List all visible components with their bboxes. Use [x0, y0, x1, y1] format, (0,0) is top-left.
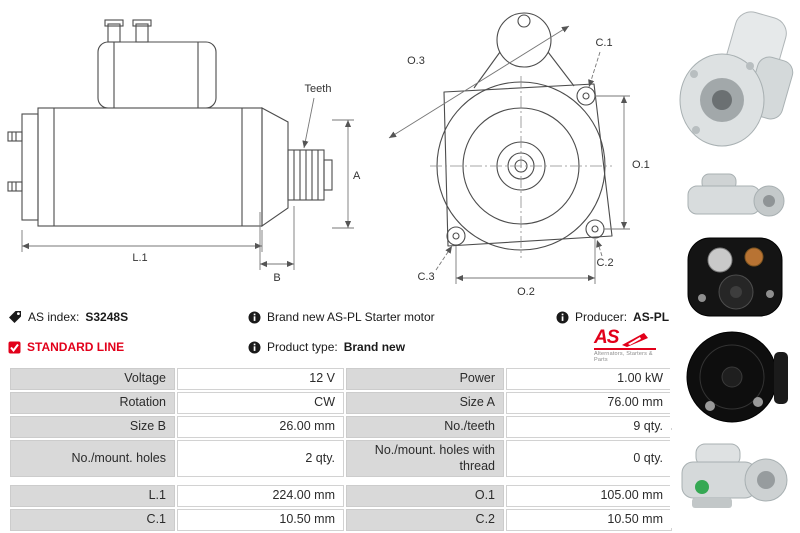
brand-logo: AS Alternators, Starters & Parts [594, 328, 664, 363]
producer-value: AS-PL [633, 310, 670, 324]
product-type-value: Brand new [343, 340, 406, 354]
product-photo-solenoid-end[interactable] [670, 230, 800, 324]
spec-label: Power [346, 368, 504, 390]
product-type-label: Product type: [267, 340, 338, 354]
spec-label: C.1 [10, 509, 175, 532]
checkbox-icon [8, 341, 21, 353]
producer-label: Producer: [575, 310, 628, 324]
table-row: Size B 26.00 mm No./teeth 9 qty. [10, 416, 672, 438]
spec-value: 224.00 mm [177, 485, 344, 508]
table-row: No./mount. holes 2 qty. No./mount. holes… [10, 440, 672, 478]
spec-table: Voltage 12 V Power 1.00 kW Rotation CW S… [8, 366, 674, 533]
spec-label: C.2 [346, 509, 504, 532]
dim-c1-label: C.1 [595, 37, 612, 49]
brand-new-text: Brand new AS-PL Starter motor [267, 310, 435, 324]
dim-a-label: A [353, 170, 361, 182]
tag-icon [9, 311, 21, 323]
as-index-label: AS index: [28, 310, 80, 324]
side-view-drawing: Teeth A L.1 B [7, 19, 361, 284]
spec-label: Rotation [10, 392, 175, 414]
table-row: L.1 224.00 mm O.1 105.00 mm [10, 485, 672, 508]
spec-value: 0 qty. [506, 440, 672, 478]
product-photo-side[interactable] [670, 430, 800, 528]
dim-l1-label: L.1 [132, 252, 147, 264]
info-icon [248, 341, 261, 353]
spec-label: No./mount. holes [10, 440, 175, 478]
spec-label: O.1 [346, 485, 504, 508]
spec-label: No./teeth [346, 416, 504, 438]
dim-c3-label: C.3 [417, 271, 434, 283]
brand-logo-subtext: Alternators, Starters & Parts [594, 351, 653, 363]
spec-value: 1.00 kW [506, 368, 672, 390]
starter-photo-icon [687, 173, 785, 217]
spec-value: CW [177, 392, 344, 414]
teeth-label: Teeth [305, 83, 332, 95]
dim-o2-label: O.2 [517, 286, 535, 298]
spec-value: 105.00 mm [506, 485, 672, 508]
spec-label: Size B [10, 416, 175, 438]
dim-o3-label: O.3 [407, 55, 425, 67]
info-icon [248, 311, 261, 323]
spec-label: Voltage [10, 368, 175, 390]
spec-value: 10.50 mm [506, 509, 672, 532]
brand-flag-icon [622, 333, 649, 347]
starter-photo-icon [687, 237, 783, 317]
technical-drawings: Teeth A L.1 B [0, 0, 668, 300]
product-photo-front-quarter[interactable] [670, 0, 800, 166]
product-photo-rear-cover[interactable] [670, 326, 800, 428]
dim-o1-label: O.1 [632, 159, 650, 171]
as-index-value: S3248S [85, 310, 129, 324]
spec-value: 2 qty. [177, 440, 344, 478]
spec-label: L.1 [10, 485, 175, 508]
table-gap [10, 479, 672, 483]
product-info-strip: AS index: S3248S Brand new AS-PL Starter… [0, 302, 669, 364]
standard-line-badge: STANDARD LINE [8, 340, 124, 354]
spec-label: Size A [346, 392, 504, 414]
info-icon [556, 311, 569, 323]
dim-c2-label: C.2 [596, 257, 613, 269]
table-row: Voltage 12 V Power 1.00 kW [10, 368, 672, 390]
brand-new-note: Brand new AS-PL Starter motor [248, 310, 435, 324]
spec-value: 9 qty. [506, 416, 672, 438]
spec-value: 26.00 mm [177, 416, 344, 438]
product-photo-column [670, 0, 800, 532]
standard-line-label: STANDARD LINE [27, 340, 125, 354]
spec-value: 10.50 mm [177, 509, 344, 532]
brand-logo-text: AS [594, 327, 619, 348]
starter-photo-icon [681, 443, 788, 508]
starter-photo-icon [679, 11, 794, 147]
spec-value: 12 V [177, 368, 344, 390]
producer: Producer: AS-PL [556, 310, 669, 324]
starter-photo-icon [686, 331, 788, 423]
product-type: Product type: Brand new [248, 340, 405, 354]
table-row: Rotation CW Size A 76.00 mm [10, 392, 672, 414]
table-row: C.1 10.50 mm C.2 10.50 mm [10, 509, 672, 532]
product-photo-angle[interactable] [670, 168, 800, 228]
as-index: AS index: S3248S [8, 310, 128, 324]
front-view-drawing: O.3 C.1 O.1 C.2 C.3 O.2 [388, 12, 650, 298]
spec-label: No./mount. holes with thread [346, 440, 504, 478]
spec-value: 76.00 mm [506, 392, 672, 414]
dim-b-label: B [273, 272, 280, 284]
